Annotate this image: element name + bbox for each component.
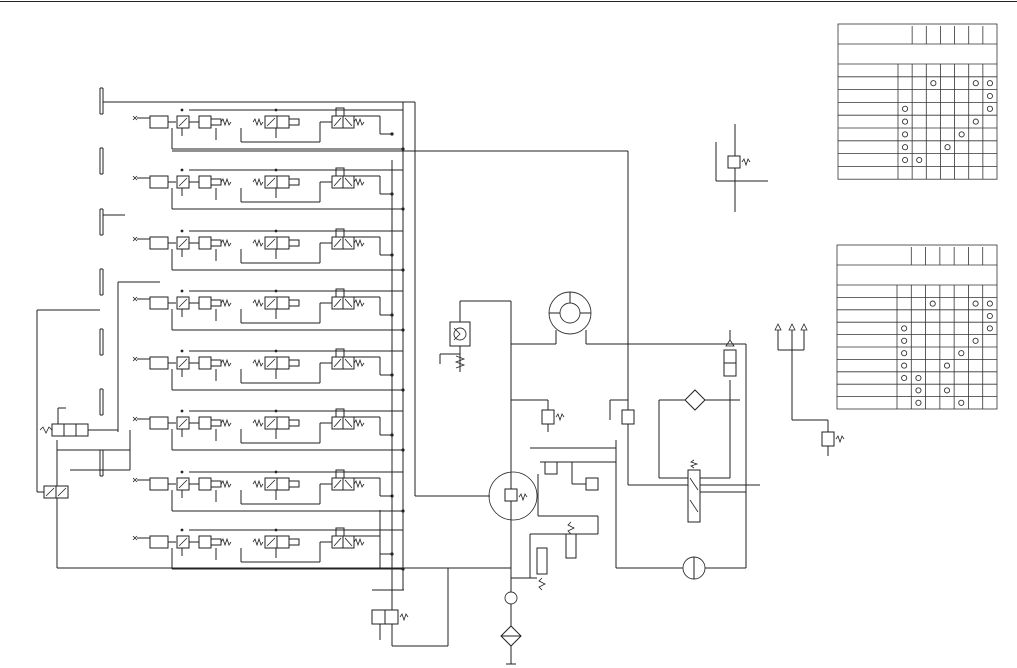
table-mark (902, 131, 909, 138)
table-mark (901, 325, 908, 332)
bottom-check-valve (371, 590, 409, 646)
right-cylinder (628, 343, 747, 568)
table-mark (902, 105, 909, 112)
table-mark (902, 118, 909, 125)
relief-valve-a (511, 399, 565, 432)
truth-tables (836, 23, 998, 410)
control-section (132, 527, 405, 571)
control-sections (99, 87, 405, 571)
table-mark (929, 300, 936, 307)
left-pilot-valve-upper (39, 407, 89, 437)
table-mark (915, 387, 922, 394)
table-mark (915, 399, 922, 406)
right-filter-group (658, 330, 740, 479)
pump-motor-group (459, 291, 628, 646)
control-section (99, 328, 405, 392)
left-pilot-lines (36, 214, 160, 568)
table-upper (837, 23, 998, 180)
table-mark (958, 131, 965, 138)
table-mark (972, 80, 979, 87)
table-mark (986, 80, 993, 87)
table-mark (901, 362, 908, 369)
check-filter-unit (439, 321, 471, 372)
table-mark (986, 300, 993, 307)
right-motor (616, 556, 746, 580)
table-mark (958, 350, 965, 357)
table-mark (986, 325, 993, 332)
left-pilot-valve-lower (43, 485, 69, 499)
table-mark (902, 156, 909, 164)
control-section (99, 268, 405, 332)
table-mark (930, 80, 937, 87)
table-mark (986, 105, 993, 112)
table-mark (943, 387, 951, 394)
control-section (99, 208, 405, 272)
control-section (99, 147, 405, 211)
table-mark (943, 362, 951, 369)
table-mark (972, 300, 979, 307)
lower-pump-filter (500, 591, 522, 665)
control-section (99, 87, 405, 151)
table-mark (944, 144, 951, 151)
detail-inset-valve (715, 124, 768, 212)
table-mark (986, 92, 993, 100)
table-mark (986, 312, 993, 320)
table-mark (916, 156, 923, 164)
pilot-valve-mid (530, 440, 617, 568)
table-lower (836, 244, 998, 410)
cartridge-valves-lower (511, 521, 577, 591)
table-mark (972, 337, 979, 344)
control-section (99, 388, 405, 452)
table-mark (901, 337, 908, 344)
table-mark (915, 374, 922, 382)
control-section (99, 449, 405, 513)
highlight-circle (488, 471, 538, 521)
table-mark (958, 399, 965, 406)
right-relief-valve (774, 323, 845, 456)
main-bus-lines (57, 101, 629, 647)
table-mark (901, 350, 908, 357)
table-mark (901, 374, 908, 382)
table-mark (902, 144, 909, 151)
table-mark (972, 118, 979, 125)
relief-valve-b (609, 399, 760, 486)
